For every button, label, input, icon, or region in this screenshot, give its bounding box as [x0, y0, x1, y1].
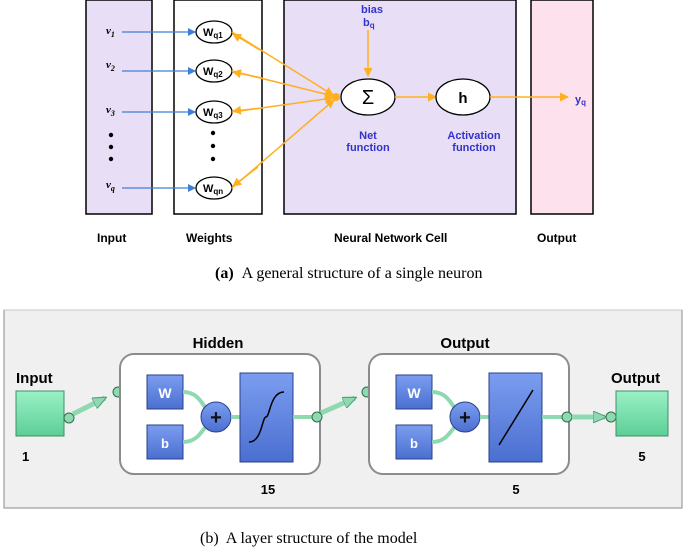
- input-to-hidden-arrow: [71, 395, 105, 417]
- caption-b: (b) A layer structure of the model: [200, 530, 418, 547]
- section-label-input: Input: [97, 231, 126, 245]
- input-v2: v2: [106, 59, 115, 73]
- weight-label-q2: Wq2: [203, 66, 223, 79]
- net-symbol: Σ: [362, 87, 374, 109]
- hidden-to-output-arrow: [319, 395, 355, 416]
- hidden-title: Hidden: [193, 335, 244, 352]
- net-caption-2: function: [346, 142, 390, 154]
- connector-dot-1: [63, 412, 75, 424]
- model-input-size: 1: [22, 449, 29, 464]
- connector-dot-3: [311, 411, 323, 423]
- output-sum-symbol: +: [459, 407, 471, 429]
- hidden-weight-symbol: W: [158, 385, 172, 401]
- activation-caption-2: function: [452, 142, 496, 154]
- output-layer-size: 5: [512, 482, 519, 497]
- model-output-label: Output: [611, 370, 660, 387]
- output-panel: [530, 0, 594, 215]
- weight-label-qn: Wqn: [203, 183, 223, 196]
- input-v1: v1: [106, 25, 115, 39]
- activation-symbol: h: [458, 90, 467, 107]
- bias-symbol: bq: [363, 17, 375, 30]
- output-bias-symbol: b: [410, 436, 418, 451]
- bias-label: bias: [361, 4, 383, 16]
- output-weight-symbol: W: [407, 385, 421, 401]
- input-arrows: [122, 28, 196, 192]
- input-ellipsis: [108, 132, 114, 162]
- hidden-weight-block: [146, 374, 184, 410]
- weight-ellipsis: [210, 130, 216, 162]
- connector-dot-6: [605, 411, 617, 423]
- net-caption-1: Net: [359, 130, 377, 142]
- hidden-sum-symbol: +: [210, 407, 222, 429]
- weight-to-sum-arrows: [231, 31, 335, 189]
- output-weight-block: [395, 374, 433, 410]
- caption-a: (a)A general structure of a single neuro…: [215, 265, 482, 282]
- model-input-label: Input: [16, 370, 53, 387]
- model-output-size: 5: [638, 449, 645, 464]
- hidden-bias-symbol: b: [161, 436, 169, 451]
- output-layer-title: Output: [440, 335, 489, 352]
- input-panel: [85, 0, 153, 215]
- input-v3: v3: [106, 104, 115, 118]
- summing-junction-dot: [332, 93, 340, 101]
- model-output-node: [615, 390, 669, 437]
- section-label-cell: Neural Network Cell: [334, 231, 447, 245]
- activation-caption-1: Activation: [447, 130, 500, 142]
- section-label-output: Output: [537, 231, 576, 245]
- connector-dot-5: [561, 411, 573, 423]
- weight-label-q3: Wq3: [203, 107, 223, 120]
- output-bias-block: [395, 424, 433, 460]
- model-input-node: [15, 390, 65, 437]
- model-frame: [3, 309, 683, 509]
- sigmoid-icon: [248, 391, 285, 443]
- hidden-bias-block: [146, 424, 184, 460]
- input-vq: vq: [106, 179, 115, 193]
- linear-icon: [498, 389, 534, 446]
- weight-label-q1: Wq1: [203, 27, 223, 40]
- layer-structure-diagram: Input 1 Hidden W b + 15 Output W b: [3, 309, 683, 547]
- section-label-weights: Weights: [186, 231, 233, 245]
- hidden-size: 15: [261, 482, 275, 497]
- output-symbol: yq: [575, 94, 586, 107]
- single-neuron-diagram: v1 v2 v3 vq Wq1 Wq2 Wq3 Wqn: [85, 0, 594, 282]
